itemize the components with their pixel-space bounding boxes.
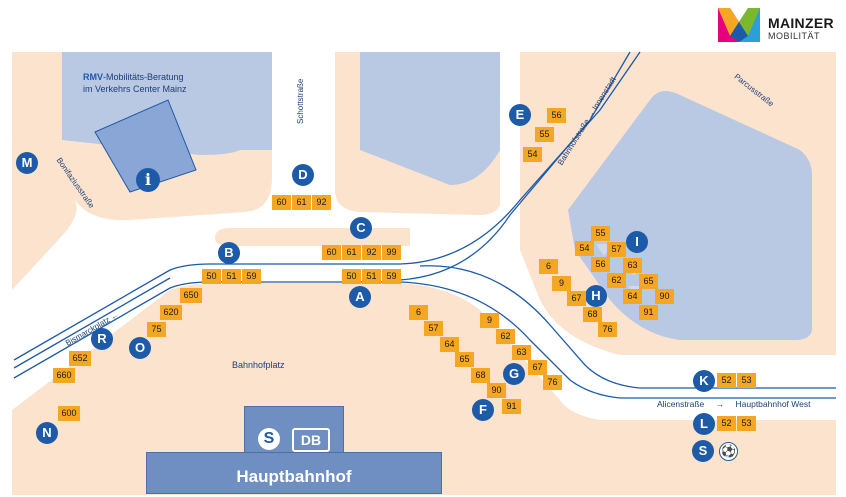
line-badge[interactable]: 56 — [591, 257, 610, 272]
stop-e[interactable]: E — [509, 104, 531, 126]
stop-s[interactable]: S — [692, 440, 714, 462]
line-badge[interactable]: 59 — [242, 269, 261, 284]
line-badge[interactable]: 62 — [607, 273, 626, 288]
stop-l[interactable]: L — [693, 413, 715, 435]
tram-lines — [13, 51, 836, 399]
alicenstrasse-text: Alicenstraße — [657, 399, 705, 409]
line-badge[interactable]: 63 — [512, 345, 531, 360]
line-badge[interactable]: 660 — [53, 368, 75, 383]
stop-c[interactable]: C — [350, 217, 372, 239]
line-badge[interactable]: 52 — [717, 373, 736, 388]
line-badge[interactable]: 91 — [502, 399, 521, 414]
line-badge[interactable]: 57 — [607, 242, 626, 257]
line-badge[interactable]: 6 — [539, 259, 558, 274]
line-badge[interactable]: 57 — [424, 321, 443, 336]
line-badge[interactable]: 65 — [639, 274, 658, 289]
line-badge[interactable]: 56 — [547, 108, 566, 123]
place-label-bahnhofplatz: Bahnhofplatz — [232, 360, 285, 370]
line-badge[interactable]: 67 — [528, 360, 547, 375]
line-badge[interactable]: 90 — [655, 289, 674, 304]
info-icon: i — [136, 168, 160, 192]
line-badge[interactable]: 52 — [717, 416, 736, 431]
line-badge[interactable]: 61 — [292, 195, 311, 210]
stop-r[interactable]: R — [91, 328, 113, 350]
line-badge[interactable]: 55 — [591, 226, 610, 241]
db-logo-icon: DB — [292, 428, 330, 452]
line-badge[interactable]: 65 — [455, 352, 474, 367]
line-badge[interactable]: 76 — [598, 322, 617, 337]
stop-o[interactable]: O — [129, 337, 151, 359]
stop-b[interactable]: B — [218, 242, 240, 264]
line-badge[interactable]: 75 — [147, 322, 166, 337]
line-badge[interactable]: 53 — [737, 416, 756, 431]
line-badge[interactable]: 76 — [543, 375, 562, 390]
line-badge[interactable]: 60 — [272, 195, 291, 210]
line-badge[interactable]: 51 — [222, 269, 241, 284]
hauptbahnhof-building: Hauptbahnhof — [146, 452, 442, 494]
line-badge[interactable]: 54 — [523, 147, 542, 162]
logo-subtitle: MOBILITÄT — [768, 31, 821, 41]
stop-d[interactable]: D — [292, 164, 314, 186]
line-badge[interactable]: 61 — [342, 245, 361, 260]
line-badge[interactable]: 99 — [382, 245, 401, 260]
line-badge[interactable]: 90 — [487, 383, 506, 398]
building-blocks — [62, 52, 812, 340]
stop-g[interactable]: G — [503, 363, 525, 385]
line-badge[interactable]: 60 — [322, 245, 341, 260]
line-badge[interactable]: 55 — [535, 127, 554, 142]
football-icon: ⚽ — [719, 442, 738, 461]
hauptbahnhof-label: Hauptbahnhof — [236, 467, 352, 486]
line-badge[interactable]: 6 — [409, 305, 428, 320]
line-badge[interactable]: 50 — [202, 269, 221, 284]
stop-f[interactable]: F — [472, 399, 494, 421]
line-badge[interactable]: 64 — [623, 289, 642, 304]
street-label-schottstrasse: Schottstraße — [296, 78, 305, 124]
stop-h[interactable]: H — [585, 285, 607, 307]
stop-a[interactable]: A — [349, 286, 371, 308]
alicen-arrow-icon: → — [715, 399, 725, 409]
line-badge[interactable]: 600 — [58, 406, 80, 421]
line-badge[interactable]: 50 — [342, 269, 361, 284]
rmv-info-label: RMV-Mobilitäts-Beratung — [83, 72, 184, 82]
line-badge[interactable]: 63 — [623, 258, 642, 273]
line-badge[interactable]: 59 — [382, 269, 401, 284]
logo-mark-icon — [718, 8, 760, 42]
line-badge[interactable]: 92 — [312, 195, 331, 210]
mainzer-mobilitaet-logo: MAINZER MOBILITÄT — [716, 6, 844, 44]
stop-m[interactable]: M — [16, 152, 38, 174]
line-badge[interactable]: 54 — [575, 241, 594, 256]
line-badge[interactable]: 91 — [639, 305, 658, 320]
rmv-prefix: RMV — [83, 72, 103, 82]
line-badge[interactable]: 92 — [362, 245, 381, 260]
stop-i[interactable]: I — [626, 231, 648, 253]
stop-k[interactable]: K — [693, 370, 715, 392]
line-badge[interactable]: 67 — [567, 291, 586, 306]
rmv-info-line2: im Verkehrs Center Mainz — [83, 84, 187, 94]
line-badge[interactable]: 650 — [180, 288, 202, 303]
line-badge[interactable]: 68 — [471, 368, 490, 383]
line-badge[interactable]: 62 — [496, 329, 515, 344]
hauptbahnhof-west-text: Hauptbahnhof West — [735, 399, 811, 409]
stop-n[interactable]: N — [36, 422, 58, 444]
line-badge[interactable]: 620 — [160, 305, 182, 320]
line-badge[interactable]: 51 — [362, 269, 381, 284]
logo-name: MAINZER — [768, 15, 834, 31]
rmv-rest: -Mobilitäts-Beratung — [103, 72, 184, 82]
line-badge[interactable]: 9 — [480, 313, 499, 328]
line-badge[interactable]: 9 — [552, 276, 571, 291]
s-bahn-icon: S — [258, 428, 280, 450]
line-badge[interactable]: 652 — [69, 351, 91, 366]
street-label-alicenstrasse: Alicenstraße → Hauptbahnhof West — [657, 399, 810, 409]
line-badge[interactable]: 64 — [440, 337, 459, 352]
line-badge[interactable]: 68 — [583, 307, 602, 322]
line-badge[interactable]: 53 — [737, 373, 756, 388]
